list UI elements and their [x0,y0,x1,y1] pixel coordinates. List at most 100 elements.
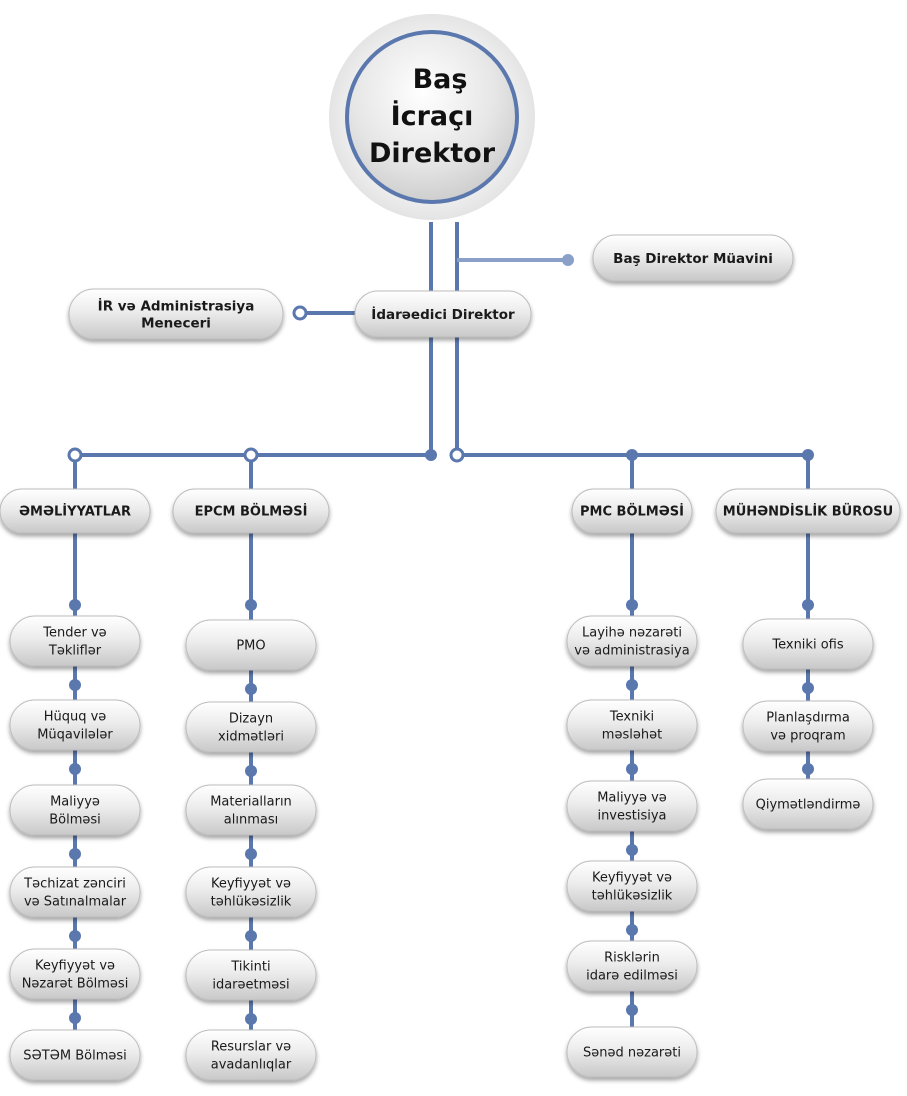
deputy-director-box: Baş Direktor Müavini [592,234,794,282]
managing-director-box-shape [354,290,532,338]
dept-item-box-line: məsləhət [602,728,662,743]
dept-item-box-line: Tikinti [230,960,270,975]
managing-director-box-line: İdarəedici Direktor [371,306,515,323]
dept-item-box-line: xidmətləri [218,730,284,745]
dept-title-text: MÜHƏNDİSLİK BÜROSU [723,504,893,520]
dept-item-box-line: Texniki ofis [771,638,843,653]
dept-title-box-shape [172,488,330,534]
dept-item-dot [245,765,257,777]
dept-item-box-line: təhlükəsizlik [211,895,292,910]
dept-item-box-shape [566,940,698,992]
dept-title-box-shape [571,488,693,534]
dept-item-box-line: Materialların [210,795,292,810]
connector-lines [67,222,814,1055]
deputy-director-box-line: Baş Direktor Müavini [613,251,773,267]
dept-item-dot [245,930,257,942]
dept-first-dot [802,599,814,611]
dept-item-box-line: Müqavilələr [37,728,113,743]
dept-item-box-line: təhlükəsizlik [592,889,673,904]
dept-item-dot [69,930,81,942]
dept-top-ring [67,447,83,463]
dept-item-box-line: Keyfiyyət və [211,877,291,892]
dept-item-dot [69,1012,81,1024]
dept-item-box-line: idarə edilməsi [586,969,678,984]
dept-item-box-shape [9,866,141,918]
dept-item-box-line: Risklərin [604,951,660,966]
hr-ring [292,305,308,321]
dept-item-box-line: və Satınalmalar [24,895,127,910]
dept-item-box: Keyfiyyət və təhlükəsizlik [185,866,317,918]
managing-director-box: İdarəedici Direktor [354,290,532,338]
dept-item-box-line: Hüquq və [44,710,107,725]
dept-item-box-shape [9,699,141,751]
dept-item-box-line: və administrasiya [574,644,689,659]
dept-item-box-shape [566,615,698,667]
dept-item-box-line: Resurslar və [211,1040,291,1055]
dept-item-box-shape [566,1026,698,1078]
dept-item-dot [626,924,638,936]
dept-item-box: Sənəd nəzarəti [566,1026,698,1078]
dept-item-box-shape [566,699,698,751]
dept-item-box-line: Bölməsi [49,813,101,828]
ceo-circle [345,30,519,204]
dept-item-box-line: Tender və [42,626,106,641]
dept-item-box-shape [9,948,141,1000]
dept-item-box-line: Keyfiyyət və [35,959,115,974]
hr-manager-box-line: İR və Administrasiya [98,297,255,314]
hr-manager-box-shape [68,288,284,340]
dept-title-text: EPCM BÖLMƏSİ [195,504,308,520]
dept-title-box-shape [715,488,901,534]
dept-item-dot [626,1004,638,1016]
dept-item-box-line: idarəetməsi [212,978,289,993]
dept-item-box-line: alınması [224,813,278,828]
dept-item-box-line: Planlaşdırma [766,711,850,726]
dept-item-box-shape [9,1029,141,1081]
dept-item-box-shape [742,778,874,830]
dept-item-box: Texniki ofis [742,618,874,670]
dept-first-dot [69,599,81,611]
dept-item-box: Tikinti idarəetməsi [185,949,317,1001]
dept-top-dot [802,449,814,461]
dept-item-box-shape [566,860,698,912]
dept-item-dot [245,848,257,860]
dept-top-dot [626,449,638,461]
ceo-title-line: Baş [413,64,468,95]
dept-title-box: MÜHƏNDİSLİK BÜROSU [715,488,901,534]
dept-item-box: Risklərin idarə edilməsi [566,940,698,992]
dept-item-box-line: Maliyyə [50,795,100,810]
dept-item-box-shape [185,784,317,836]
dept-item-box-shape [566,780,698,832]
dept-first-dot [245,599,257,611]
dept-item-dot [69,763,81,775]
dept-item-box-shape [185,866,317,918]
dept-item-dot [802,763,814,775]
deputy-director-box-shape [592,234,794,282]
dept-item-box-line: SƏTƏM Bölməsi [23,1049,127,1064]
dept-title-box: PMC BÖLMƏSİ [571,488,693,534]
dept-item-box: Layihə nəzarəti və administrasiya [566,615,698,667]
dept-item-dot [626,844,638,856]
dept-item-dot [802,682,814,694]
dept-item-box-line: Maliyyə və [597,791,667,806]
dept-item-box-line: Layihə nəzarəti [582,626,682,641]
ceo-title-line: İcraçı [391,100,474,132]
ceo-title-line: Direktor [369,138,496,169]
dept-item-box-shape [742,700,874,752]
dept-item-box-line: Təchizat zənciri [23,877,126,892]
dept-item-dot [69,848,81,860]
dept-title-text: ƏMƏLİYYATLAR [19,504,131,520]
deputy-dot [562,254,574,266]
dept-item-box-shape [185,701,317,753]
dept-title-text: PMC BÖLMƏSİ [580,504,684,520]
dept-item-box: PMO [185,619,317,671]
